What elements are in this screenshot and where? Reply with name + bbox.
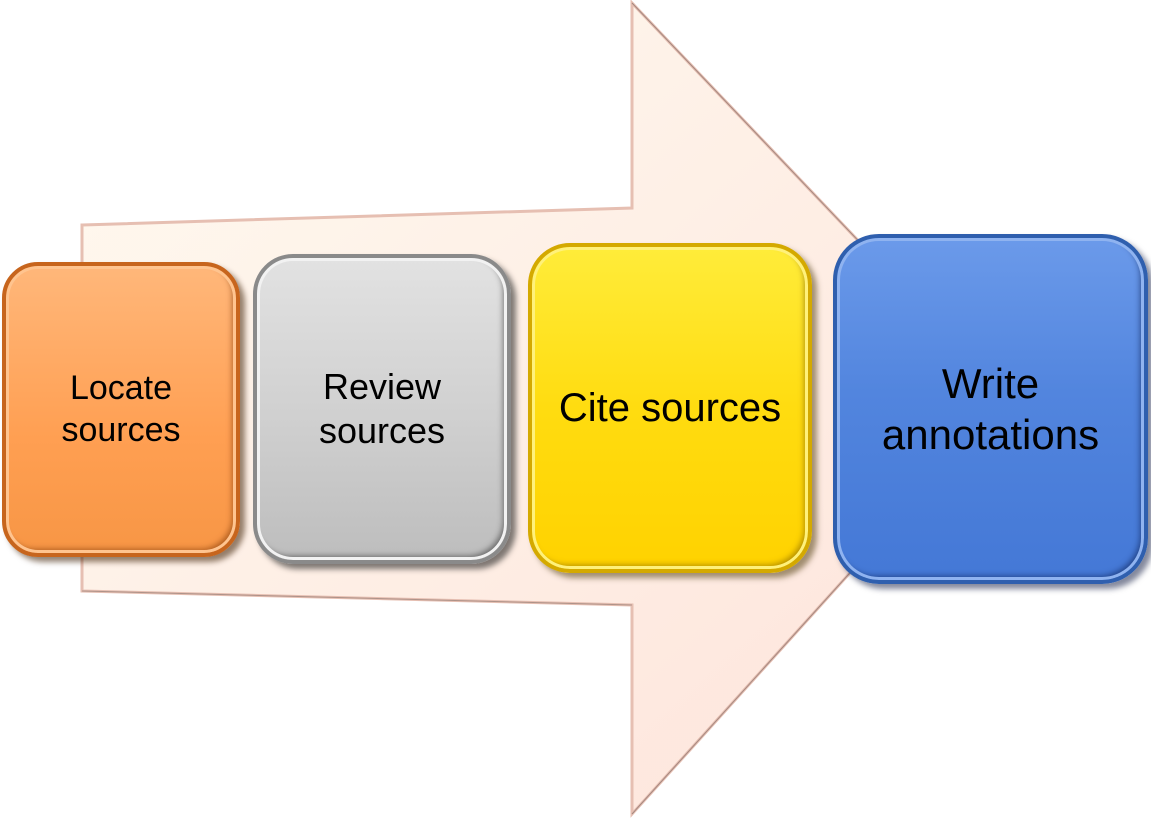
step-label: Review sources (318, 366, 446, 451)
step-label: Cite sources (558, 385, 782, 430)
step-cite-sources: Cite sources (528, 243, 812, 573)
step-label: Write annotations (881, 359, 1100, 458)
step-write-annotations: Write annotations (833, 234, 1148, 584)
step-label: Locate sources (61, 369, 181, 449)
step-locate-sources: Locate sources (2, 262, 240, 557)
arrow-shadow-edge-bottom (81, 590, 633, 606)
step-review-sources: Review sources (253, 254, 511, 564)
